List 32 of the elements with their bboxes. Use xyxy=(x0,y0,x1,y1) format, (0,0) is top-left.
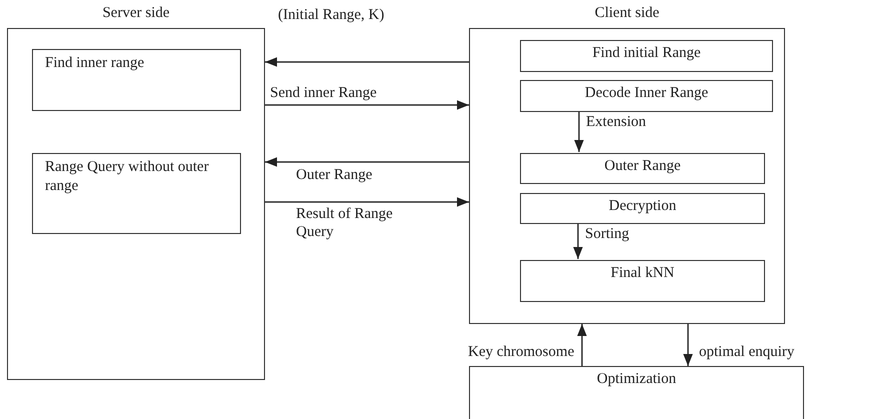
edge-label: (Initial Range, K) xyxy=(277,6,386,24)
box-text: Decode Inner Range xyxy=(584,84,708,103)
arrow xyxy=(265,197,469,207)
edge-label: Outer Range xyxy=(295,166,374,184)
edge-label: Sorting xyxy=(584,225,630,243)
process-box xyxy=(469,366,804,419)
arrow xyxy=(577,324,587,366)
process-box xyxy=(32,153,241,234)
arrow xyxy=(574,111,584,152)
arrow xyxy=(573,223,583,259)
edge-label: Key chromosome xyxy=(467,343,576,361)
container-title: Server side xyxy=(101,4,171,23)
box-text: Outer Range xyxy=(604,157,681,176)
process-box xyxy=(520,153,765,184)
box-text: Final kNN xyxy=(610,264,674,283)
box-text: Find initial Range xyxy=(592,44,701,63)
process-box xyxy=(32,49,241,111)
process-box xyxy=(520,193,765,224)
box-text: Optimization xyxy=(596,370,676,389)
box-text: Find inner range xyxy=(45,54,144,73)
process-box xyxy=(520,80,773,112)
container-title: Client side xyxy=(594,4,660,23)
arrow xyxy=(683,324,693,366)
box-text: Decryption xyxy=(608,197,676,216)
arrow xyxy=(265,100,469,110)
process-box xyxy=(520,40,773,72)
edge-label: Send inner Range xyxy=(269,84,378,102)
process-box xyxy=(520,260,765,302)
arrow xyxy=(265,57,469,67)
arrow xyxy=(265,157,469,167)
edge-label: optimal enquiry xyxy=(698,343,796,361)
box-text: Range Query without outer range xyxy=(45,158,210,196)
